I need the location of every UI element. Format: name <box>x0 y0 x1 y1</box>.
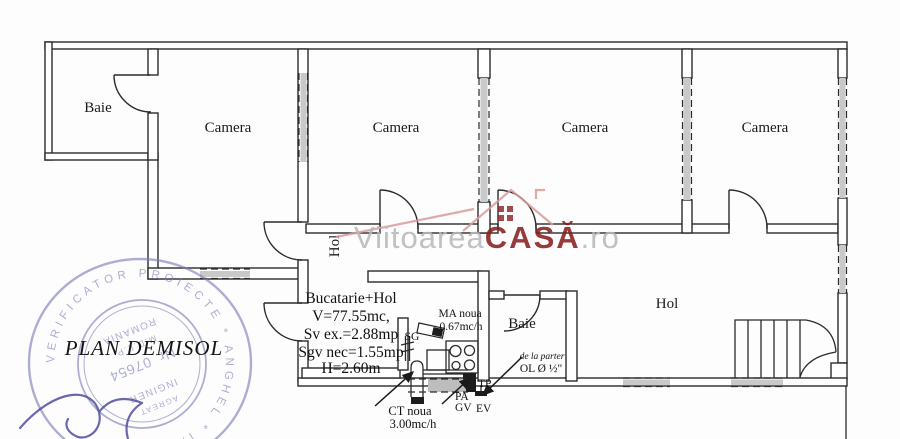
watermark-brand: CASĂ <box>485 220 581 255</box>
watermark-text: ViitoareaCASĂ.ro <box>354 220 620 255</box>
door-baie-top <box>113 74 152 113</box>
room-label-hol-right: Hol <box>656 296 679 312</box>
door-camera-2 <box>379 189 419 230</box>
room-label-camera-3: Camera <box>562 120 609 136</box>
boiler-icon <box>410 360 424 404</box>
ct-arrow <box>374 370 415 407</box>
kitchen-specs: Bucatarie+Hol V=77.55mc, Sv ex.=2.88mp S… <box>298 290 403 377</box>
flue-duct <box>408 378 468 393</box>
ma-label-line2: 0.67mc/h <box>439 321 482 333</box>
window-hatch-group <box>200 73 848 388</box>
stamp-inner-ring <box>77 299 207 429</box>
room-label-camera-2: Camera <box>373 120 420 136</box>
signature <box>18 393 144 439</box>
stove-icon <box>445 340 479 374</box>
pa-gv-arrow <box>441 376 472 405</box>
watermark-suffix: .ro <box>581 220 620 255</box>
watermark-house-windows <box>498 206 513 221</box>
door-camera-1 <box>263 221 303 261</box>
door-bucatarie <box>263 302 303 342</box>
kitchen-spec-height: H=2.60m <box>321 360 380 377</box>
room-label-baie-mid: Baie <box>508 316 536 332</box>
room-label-hol-corridor: Hol <box>327 235 343 258</box>
door-camera-4 <box>728 189 768 230</box>
ct-label-line2: 3.00mc/h <box>390 417 438 431</box>
room-label-baie-top: Baie <box>84 100 112 116</box>
callout-arrows <box>374 356 523 407</box>
room-label-camera-4: Camera <box>742 120 789 136</box>
ev-symbol <box>475 385 487 396</box>
parter-label-line2: OL Ø ½" <box>520 363 562 375</box>
stamp-center-text: AGREAT INGINER Nr. 07654 M.D.L.P. ROMANI… <box>100 315 179 417</box>
door-baie-mid <box>503 294 541 332</box>
plumbing-group <box>400 322 487 404</box>
kitchen-spec-volume: V=77.55mc, <box>312 308 390 325</box>
stairs-group <box>734 319 837 378</box>
room-label-camera-1: Camera <box>205 120 252 136</box>
ma-label-line1: MA noua <box>438 308 481 320</box>
kitchen-spec-name: Bucatarie+Hol <box>305 290 396 307</box>
stamp-outer-ring <box>27 257 253 439</box>
room-labels: Baie Camera Camera Camera Camera Hol Hol… <box>84 100 788 332</box>
kitchen-spec-sgv: Sgv nec=1.55mp <box>298 344 403 361</box>
ev-label: EV <box>476 403 492 415</box>
page-title: PLAN DEMISOL <box>64 336 223 360</box>
gv-label: GV <box>455 402 472 414</box>
tp-label: TP <box>478 378 491 390</box>
watermark-house-icon <box>335 188 554 239</box>
sg-label: SG <box>405 331 420 343</box>
watermark-group: ViitoareaCASĂ.ro <box>335 188 620 255</box>
annotations-group: MA noua 0.67mc/h SG TP PA GV EV de la pa… <box>388 308 564 431</box>
ct-label-line1: CT noua <box>388 404 432 418</box>
kitchen-spec-sv: Sv ex.=2.88mp <box>304 326 399 343</box>
gas-regulator-icon <box>416 322 446 339</box>
pa-label: PA <box>455 391 469 403</box>
parter-label-line1: de la parter <box>520 352 565 362</box>
stamp-inner-ring-2 <box>83 305 201 423</box>
parter-arrow <box>481 356 523 397</box>
watermark-prefix: Viitoarea <box>354 220 485 255</box>
